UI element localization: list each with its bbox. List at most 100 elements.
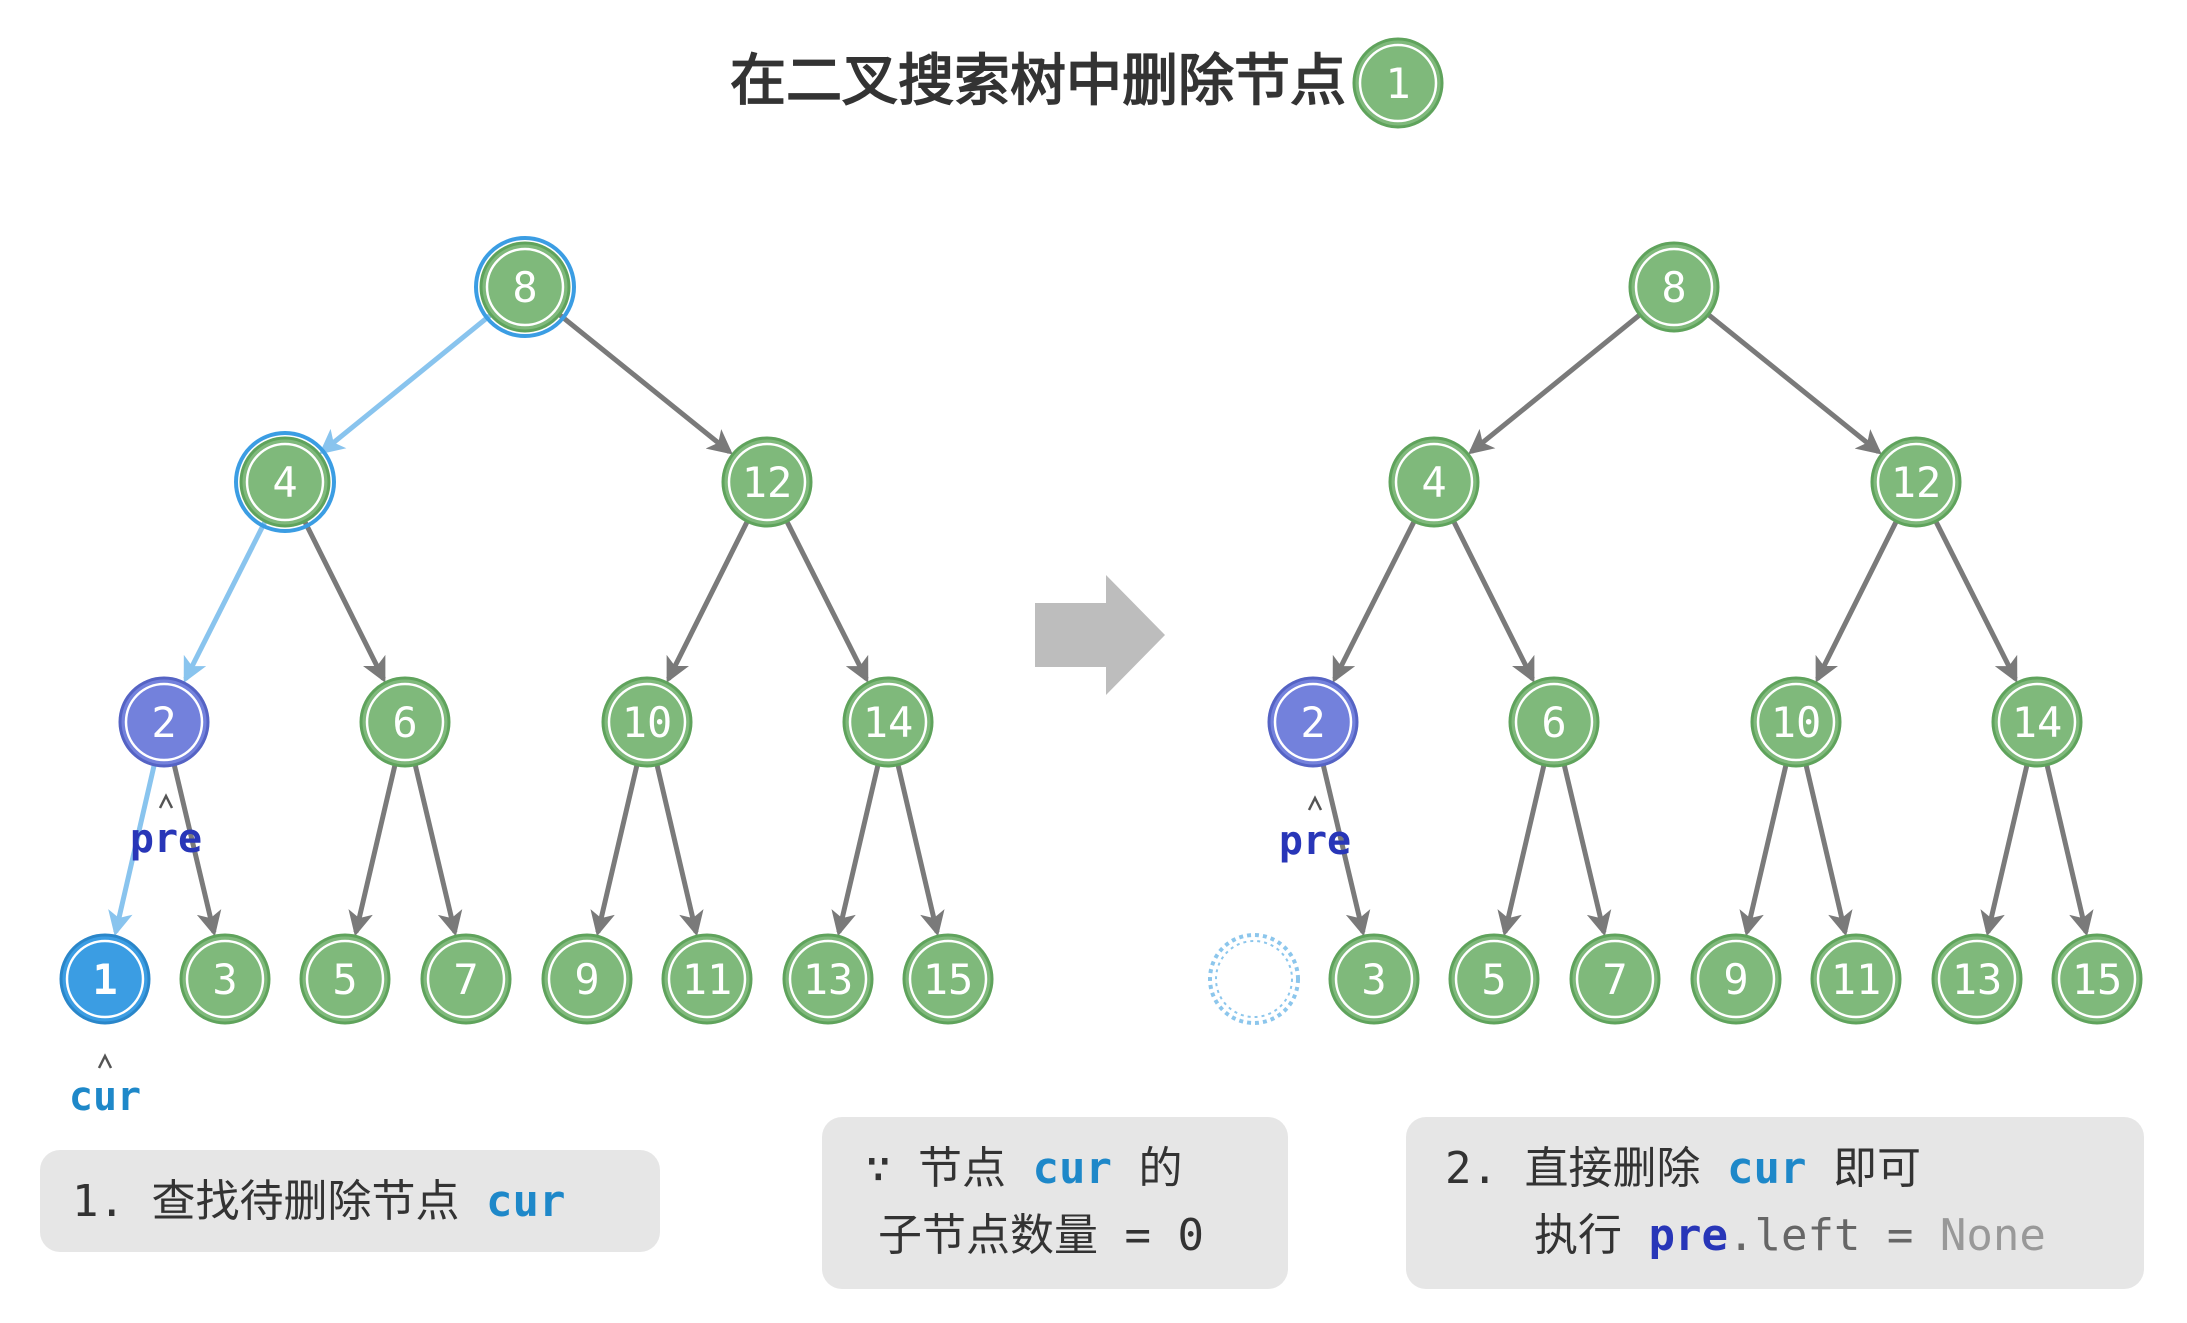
- right-node-label: 6: [1541, 698, 1566, 747]
- pre-label-right: pre: [1279, 818, 1351, 864]
- right-node-8: 8: [1628, 241, 1720, 333]
- pre-pointer-left: pre: [130, 793, 202, 862]
- left-node-11: 11: [661, 933, 753, 1025]
- step1-cur: cur: [486, 1176, 565, 1227]
- svg-text:执行 pre.left = None: 执行 pre.left = None: [1534, 1210, 2046, 1261]
- left-node-14: 14: [842, 676, 934, 768]
- pre-pointer-right: pre: [1279, 795, 1351, 864]
- left-node-label: 2: [151, 698, 176, 747]
- left-node-label: 5: [332, 955, 357, 1004]
- step2-pre: pre: [1649, 1210, 1728, 1261]
- right-edge-2-3: [1320, 764, 1371, 937]
- left-node-label: 7: [453, 955, 478, 1004]
- right-edge-14-13: [1980, 764, 2030, 937]
- left-edge-2-3: [171, 764, 222, 937]
- left-node-2: 2: [118, 676, 210, 768]
- right-node-label: 10: [1771, 698, 1822, 747]
- left-node-label: 15: [923, 955, 974, 1004]
- right-node-13: 13: [1931, 933, 2023, 1025]
- left-node-label: 1: [92, 955, 117, 1004]
- step1-text: 1. 查找待删除节点: [72, 1176, 486, 1227]
- left-node-13: 13: [782, 933, 874, 1025]
- right-edge-12-14: [1933, 520, 2018, 683]
- right-node-label: 4: [1421, 458, 1446, 507]
- left-node-3: 3: [179, 933, 271, 1025]
- svg-text:2. 直接删除 cur 即可: 2. 直接删除 cur 即可: [1445, 1143, 1921, 1194]
- left-node-label: 13: [803, 955, 854, 1004]
- left-node-label: 10: [622, 698, 673, 747]
- left-edge-8-4: [319, 312, 493, 455]
- left-node-label: 12: [742, 458, 793, 507]
- right-node-3: 3: [1328, 933, 1420, 1025]
- right-edge-8-12: [1706, 312, 1882, 455]
- reason-line1-suffix: 的: [1112, 1143, 1183, 1194]
- transition-arrow: [1035, 575, 1165, 695]
- left-edge-6-5: [348, 764, 398, 937]
- left-node-15: 15: [902, 933, 994, 1025]
- step2-line1-suffix: 即可: [1806, 1143, 1921, 1194]
- reason-line2: 子节点数量 = 0: [878, 1210, 1204, 1261]
- left-edge-10-11: [654, 764, 704, 937]
- step-badge: 1: [1352, 37, 1444, 129]
- right-node-6: 6: [1508, 676, 1600, 768]
- left-node-6: 6: [359, 676, 451, 768]
- step2-cur: cur: [1727, 1143, 1806, 1194]
- left-node-7: 7: [420, 933, 512, 1025]
- left-tree-edges: [108, 312, 945, 937]
- right-node-11: 11: [1810, 933, 1902, 1025]
- right-edge-6-7: [1561, 764, 1612, 937]
- reason-box: ∵ 节点 cur 的 子节点数量 = 0: [822, 1117, 1288, 1289]
- right-edge-4-6: [1451, 520, 1535, 683]
- left-node-10: 10: [601, 676, 693, 768]
- right-node-label: 8: [1661, 263, 1686, 312]
- right-node-label: 15: [2072, 955, 2123, 1004]
- diagram-title: 在二叉搜索树中删除节点: [730, 49, 1346, 114]
- right-node-label: 14: [2012, 698, 2063, 747]
- left-node-5: 5: [299, 933, 391, 1025]
- left-edge-8-12: [557, 312, 733, 455]
- right-node-15: 15: [2051, 933, 2143, 1025]
- right-node-4: 4: [1388, 436, 1480, 528]
- cur-label: cur: [69, 1074, 141, 1120]
- right-node-label: 13: [1952, 955, 2003, 1004]
- left-edge-4-2: [183, 520, 268, 683]
- right-node-removed: [1208, 933, 1300, 1025]
- left-node-label: 6: [392, 698, 417, 747]
- left-node-4: 4: [234, 431, 336, 533]
- right-node-9: 9: [1690, 933, 1782, 1025]
- right-edge-4-2: [1332, 520, 1417, 683]
- step2-left: .left =: [1728, 1210, 1940, 1261]
- right-edge-6-5: [1497, 764, 1547, 937]
- step2-line1-text: 2. 直接删除: [1445, 1143, 1727, 1194]
- step2-line2-text: 执行: [1534, 1210, 1649, 1261]
- svg-text:∵ 节点 cur 的: ∵ 节点 cur 的: [865, 1143, 1182, 1194]
- step2-box: 2. 直接删除 cur 即可 执行 pre.left = None: [1406, 1117, 2144, 1289]
- right-edge-14-15: [2044, 764, 2094, 937]
- left-node-8: 8: [474, 236, 576, 338]
- left-node-label: 8: [512, 263, 537, 312]
- left-edge-6-7: [412, 764, 463, 937]
- left-node-label: 14: [863, 698, 914, 747]
- right-node-14: 14: [1991, 676, 2083, 768]
- left-edge-2-1: [108, 764, 157, 937]
- svg-text:1. 查找待删除节点 cur: 1. 查找待删除节点 cur: [72, 1176, 565, 1227]
- left-node-12: 12: [721, 436, 813, 528]
- left-node-label: 3: [212, 955, 237, 1004]
- left-node-label: 11: [682, 955, 733, 1004]
- right-node-12: 12: [1870, 436, 1962, 528]
- right-node-label: 11: [1831, 955, 1882, 1004]
- step2-none: None: [1940, 1210, 2046, 1261]
- right-node-2: 2: [1267, 676, 1359, 768]
- pre-label-left: pre: [130, 816, 202, 862]
- left-edge-12-14: [784, 520, 869, 683]
- right-edge-10-11: [1803, 764, 1853, 937]
- right-node-label: 2: [1300, 698, 1325, 747]
- step-badge-label: 1: [1385, 59, 1410, 108]
- right-edge-8-4: [1468, 312, 1642, 455]
- right-node-10: 10: [1750, 676, 1842, 768]
- left-edge-14-13: [831, 764, 881, 937]
- cur-pointer: cur: [69, 1053, 141, 1120]
- left-edge-12-10: [666, 520, 750, 683]
